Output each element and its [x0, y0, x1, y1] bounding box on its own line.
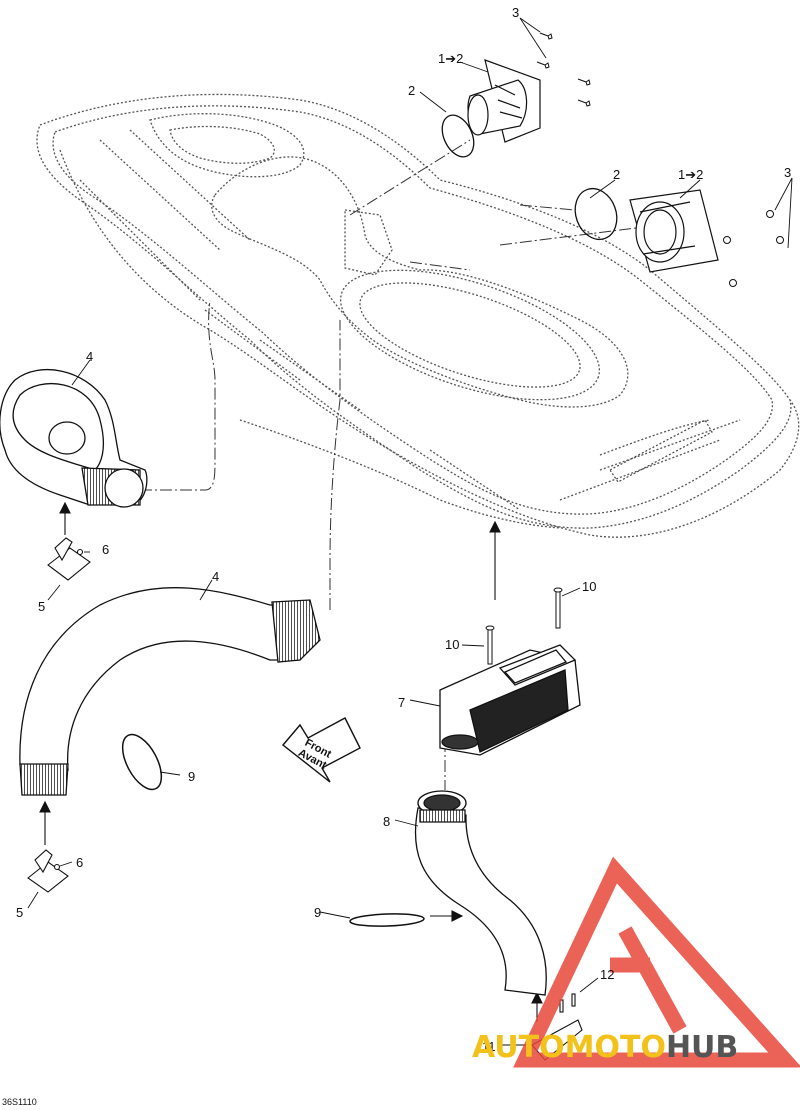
callout-8: 8 — [383, 814, 391, 829]
callout-9-left: 9 — [188, 769, 196, 784]
callout-2-lower: 2 — [613, 167, 621, 182]
callout-3-upper: 3 — [512, 5, 520, 20]
intake-cone-lower — [629, 189, 719, 273]
callout-7: 7 — [398, 695, 406, 710]
callout-4-lower: 4 — [212, 569, 220, 584]
clamp-ring-lower — [574, 187, 618, 241]
callout-5-lower: 5 — [16, 905, 24, 920]
watermark-part-hub: HUB — [665, 1030, 739, 1065]
callout-10-left: 10 — [445, 637, 460, 652]
intake-cone-upper — [467, 59, 541, 143]
front-arrow — [281, 717, 361, 783]
callout-6-lower: 6 — [76, 855, 84, 870]
callout-3-lower: 3 — [784, 165, 792, 180]
callout-6-upper: 6 — [102, 542, 110, 557]
bracket-upper — [47, 537, 91, 581]
housing-7 — [439, 644, 581, 756]
assembly-lines — [140, 139, 661, 790]
bracket-lower — [27, 849, 69, 893]
callout-4-upper: 4 — [86, 349, 94, 364]
hose-upper — [0, 368, 148, 508]
hose-lower — [19, 587, 321, 796]
callout-5-upper: 5 — [38, 599, 46, 614]
watermark-logo — [513, 856, 800, 1068]
bolts-10 — [485, 587, 563, 665]
watermark-text: AUTOMOTOHUB — [472, 1030, 738, 1065]
hull-logo-block — [609, 419, 713, 483]
callout-10-right: 10 — [582, 579, 597, 594]
callout-2-upper: 2 — [408, 83, 416, 98]
callout-1-2-upper: 1➔2 — [438, 51, 464, 66]
ring-9-bottom — [349, 913, 425, 927]
callout-9-bottom: 9 — [314, 905, 322, 920]
ring-9-left — [121, 733, 163, 791]
callout-12: 12 — [600, 967, 615, 982]
watermark-part-auto: AUTO — [472, 1030, 565, 1065]
hull-outline — [36, 93, 800, 538]
callout-11: 11 — [482, 1039, 496, 1054]
leader-arrows — [39, 501, 543, 1022]
hose-8 — [414, 790, 547, 996]
watermark-part-moto: MOTO — [564, 1030, 666, 1065]
figure-code: 36S1110 — [2, 1097, 37, 1107]
callout-1-2-lower: 1➔2 — [678, 167, 704, 182]
clamp-ring-upper — [441, 114, 475, 158]
screws-3 — [536, 32, 784, 287]
